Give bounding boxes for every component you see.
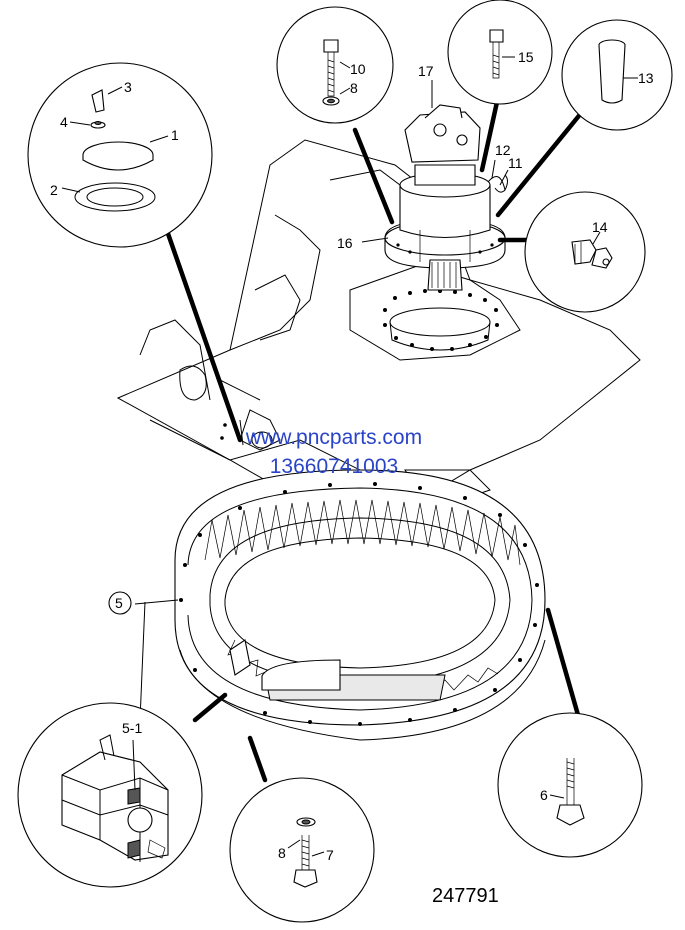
detail-grease-nipple-14: [524, 191, 646, 313]
callout-5-1: 5-1: [122, 720, 142, 736]
detail-cover-plate: [27, 62, 213, 248]
detail-ring-section-5-1: [17, 702, 203, 888]
detail-bolt-7: [229, 777, 375, 923]
watermark-url: www.pncparts.com: [245, 426, 422, 449]
leader-lines: [134, 99, 585, 783]
callout-16: 16: [337, 235, 353, 251]
detail-bolt-10: [276, 6, 394, 124]
callout-8-bolt: 8: [278, 845, 286, 861]
callout-5-circle: [108, 591, 132, 615]
callout-4: 4: [60, 114, 68, 130]
detail-bolt-6: [497, 712, 643, 858]
detail-pin-13: [561, 19, 673, 131]
callout-7: 7: [326, 847, 334, 863]
callout-5: 5: [115, 595, 123, 611]
callout-12: 12: [495, 142, 511, 158]
detail-bolt-15: [447, 0, 553, 105]
callout-13: 13: [638, 70, 654, 86]
callout-1: 1: [171, 127, 179, 143]
swing-motor-assembly: [384, 104, 506, 291]
minor-leaders: [361, 80, 509, 243]
callout-2: 2: [50, 182, 58, 198]
callout-10: 10: [350, 61, 366, 77]
callout-6: 6: [540, 787, 548, 803]
watermark: www.pncparts.com 13660741003: [245, 426, 422, 478]
drawing-number: 247791: [432, 885, 499, 907]
callout-3: 3: [124, 79, 132, 95]
callout-11: 11: [508, 155, 523, 171]
callout-17: 17: [418, 63, 434, 79]
callout-15: 15: [518, 49, 534, 65]
watermark-phone: 13660741003: [270, 455, 398, 478]
callout-labels: 1 2 3 4 5 5-1 6 7 8 8 10 11 12 13 14 15 …: [50, 49, 654, 863]
callout-14: 14: [592, 219, 608, 235]
frame-bolt-holes: [220, 289, 499, 440]
callout-8-top: 8: [350, 80, 358, 96]
slew-ring: [174, 469, 546, 741]
